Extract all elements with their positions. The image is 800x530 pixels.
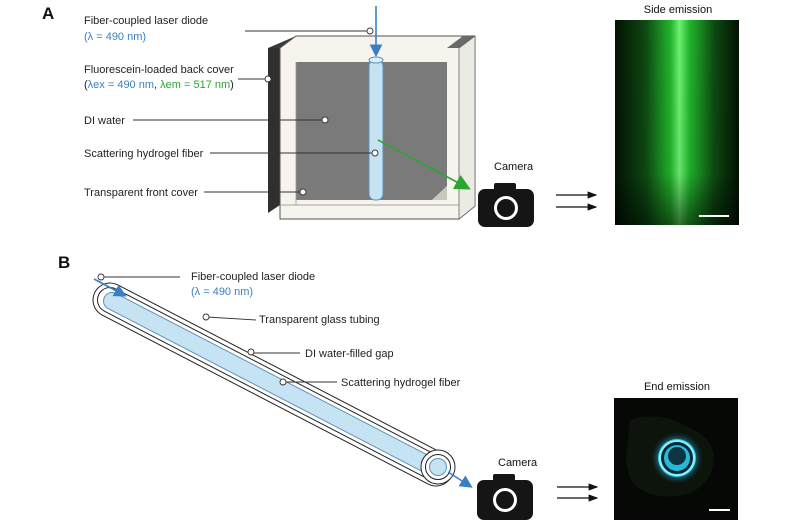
front-cover-callout-dot bbox=[299, 188, 307, 196]
fiber-label-a: Scattering hydrogel fiber bbox=[84, 148, 204, 160]
double-right-arrow-icon bbox=[556, 191, 598, 211]
tank-top-right bbox=[447, 36, 475, 48]
end-emission-title: End emission bbox=[644, 381, 710, 393]
emission-arrow-b bbox=[447, 471, 473, 488]
fiber-callout-dot bbox=[371, 149, 379, 157]
fiber-callout-dot-b bbox=[279, 378, 287, 386]
tubing-label: Transparent glass tubing bbox=[259, 314, 380, 326]
end-emission-image bbox=[614, 398, 738, 520]
hydrogel-fiber-a bbox=[368, 59, 384, 201]
gap-label: DI water-filled gap bbox=[305, 348, 394, 360]
camera-label-b: Camera bbox=[498, 457, 538, 469]
double-right-arrow-icon bbox=[557, 483, 599, 502]
back-cover-label: Fluorescein-loaded back cover bbox=[84, 64, 234, 76]
laser-callout-dot-b bbox=[97, 273, 105, 281]
panel-b-letter: B bbox=[58, 253, 70, 272]
tubing-callout-dot bbox=[202, 313, 210, 321]
laser-wavelength-a: (λ = 490 nm) bbox=[84, 31, 146, 43]
gap-callout-dot bbox=[247, 348, 255, 356]
back-cover-em: λem = 517 nm bbox=[160, 79, 230, 91]
laser-label-a: Fiber-coupled laser diode bbox=[84, 15, 208, 27]
laser-label-b: Fiber-coupled laser diode bbox=[191, 271, 315, 283]
camera-icon bbox=[477, 474, 533, 520]
water-label-a: DI water bbox=[84, 115, 125, 127]
front-cover-label: Transparent front cover bbox=[84, 187, 198, 199]
camera-label-a: Camera bbox=[494, 161, 534, 173]
laser-wavelength-b: (λ = 490 nm) bbox=[191, 286, 253, 298]
camera-icon bbox=[478, 183, 534, 227]
laser-beam-b bbox=[93, 278, 127, 297]
glass-tubing bbox=[92, 282, 456, 487]
back-cover-callout-dot bbox=[264, 75, 272, 83]
side-emission-image bbox=[615, 20, 739, 225]
side-emission-title: Side emission bbox=[644, 4, 712, 16]
back-cover-wavelengths: (λex = 490 nm, λem = 517 nm) bbox=[84, 79, 234, 91]
back-cover-edge bbox=[268, 48, 280, 213]
tank-right-wall bbox=[458, 35, 476, 220]
fiber-label-b: Scattering hydrogel fiber bbox=[341, 377, 461, 389]
emission-arrow-a bbox=[377, 139, 471, 190]
panel-a-letter: A bbox=[42, 4, 54, 23]
water-callout-dot bbox=[321, 116, 329, 124]
laser-callout-dot bbox=[366, 27, 374, 35]
back-cover-ex: λex = 490 nm bbox=[88, 79, 154, 91]
